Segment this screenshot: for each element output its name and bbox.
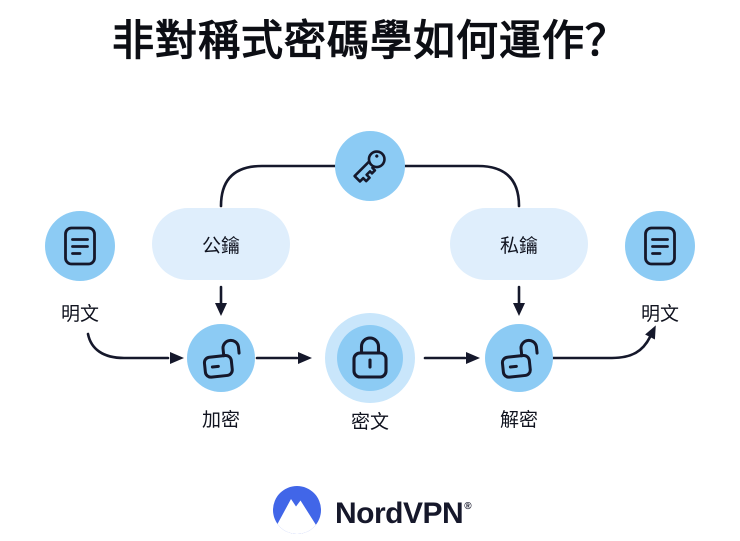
plaintext-source-label: 明文 — [60, 304, 100, 325]
encrypt-label: 加密 — [201, 410, 241, 431]
private-key-pill: 私鑰 — [450, 208, 588, 280]
unlock-icon — [500, 338, 539, 379]
ciphertext-label: 密文 — [350, 412, 390, 433]
plaintext-output-node — [625, 211, 695, 281]
public-key-pill: 公鑰 — [152, 208, 290, 280]
document-icon — [64, 226, 96, 266]
lock-icon — [352, 336, 388, 379]
key-node — [335, 131, 405, 201]
mountain-logo-icon — [273, 486, 321, 534]
unlock-icon — [202, 338, 241, 379]
arrowhead-down-right — [513, 303, 525, 316]
public-key-label: 公鑰 — [201, 235, 240, 257]
key-icon — [353, 150, 386, 183]
page-title: 非對稱式密碼學如何運作？ — [111, 17, 628, 64]
encrypt-node — [187, 324, 255, 392]
connector-key-to-public-key — [219, 164, 338, 208]
arrowhead-into-ciphertext — [298, 352, 312, 364]
logo-text: NordVPN — [335, 496, 464, 530]
connector-decrypt-to-plaintext — [551, 335, 652, 360]
document-icon — [644, 226, 676, 266]
private-key-label: 私鑰 — [499, 235, 538, 257]
registered-mark: ® — [464, 500, 472, 512]
decrypt-node — [485, 324, 553, 392]
arrowhead-into-decrypt — [466, 352, 480, 364]
nordvpn-logo: NordVPN® — [273, 486, 472, 534]
arrowhead-into-encrypt — [170, 352, 184, 364]
nordvpn-wordmark: NordVPN® — [335, 483, 472, 538]
connector-plaintext-to-encrypt — [86, 332, 170, 360]
arrowhead-into-plaintext-output — [645, 325, 656, 340]
arrowhead-down-left — [215, 303, 227, 316]
plaintext-source-node — [45, 211, 115, 281]
ciphertext-halo — [325, 313, 415, 403]
plaintext-output-label: 明文 — [640, 304, 680, 325]
decrypt-label: 解密 — [499, 410, 539, 431]
ciphertext-node — [337, 325, 403, 391]
connector-key-to-private-key — [402, 164, 521, 208]
